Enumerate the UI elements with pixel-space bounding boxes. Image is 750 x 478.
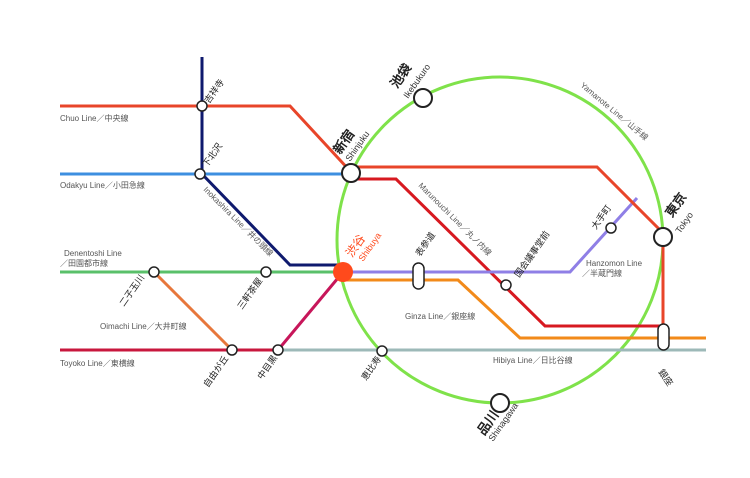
sangenjaya-label: 三軒茶屋 xyxy=(235,275,265,311)
station-ebisu[interactable] xyxy=(376,345,388,357)
ginza-line[interactable] xyxy=(343,278,706,340)
kichijoji-label: 吉祥寺 xyxy=(202,77,227,106)
ebisu-label: 恵比寿 xyxy=(359,354,384,383)
station-otemachi[interactable] xyxy=(605,222,617,234)
chuo-line-east[interactable] xyxy=(351,165,665,326)
inokashira-line[interactable] xyxy=(200,57,343,267)
station-shibuya[interactable] xyxy=(333,262,353,282)
nakameguro-label: 中目黒 xyxy=(255,353,280,382)
station-shimokitazawa[interactable] xyxy=(194,168,206,180)
station-kokkaigijidomae[interactable] xyxy=(500,279,512,291)
jiyugaoka-label: 自由が丘 xyxy=(201,353,231,389)
ginza-line-label: Ginza Line／銀座線 xyxy=(405,311,475,321)
denentoshi-line-label-jp: ／田園都市線 xyxy=(60,258,108,268)
station-kichijoji[interactable] xyxy=(196,100,208,112)
chuo-line[interactable] xyxy=(60,104,353,174)
toyoko-line-label: Toyoko Line／東横線 xyxy=(60,358,135,368)
station-ikebukuro[interactable] xyxy=(413,88,433,108)
denentoshi-line-label: Denentoshi Line xyxy=(64,249,122,258)
fukutoshin-line[interactable] xyxy=(276,271,345,351)
station-sangenjaya[interactable] xyxy=(260,266,272,278)
omotesando-label: 表参道 xyxy=(413,230,438,259)
station-shinjuku[interactable] xyxy=(341,163,361,183)
station-jiyugaoka[interactable] xyxy=(226,344,238,356)
hanzomon-line-label-jp: ／半蔵門線 xyxy=(582,268,622,278)
station-tokyo[interactable] xyxy=(653,227,673,247)
marunouchi-line[interactable] xyxy=(351,177,663,328)
oimachi-line[interactable] xyxy=(152,270,234,352)
hanzomon-line-label: Hanzomon Line xyxy=(586,259,643,268)
futakotamagawa-label: 二子玉川 xyxy=(117,273,147,309)
odakyu-line-label: Odakyu Line／小田急線 xyxy=(60,180,145,190)
station-nakameguro[interactable] xyxy=(272,344,284,356)
ginza-label: 銀座 xyxy=(656,367,676,389)
station-shinagawa[interactable] xyxy=(490,393,510,413)
station-ginza[interactable] xyxy=(657,323,670,351)
station-futakotamagawa[interactable] xyxy=(148,266,160,278)
hibiya-line-label: Hibiya Line／日比谷線 xyxy=(493,355,573,365)
yamanote-line-label: Yamanote Line／山手線 xyxy=(579,80,651,142)
chuo-line-label: Chuo Line／中央線 xyxy=(60,113,128,123)
station-omotesando[interactable] xyxy=(412,262,425,290)
inokashira-line-label: Inokashira Line／井の頭線 xyxy=(202,184,276,258)
oimachi-line-label: Oimachi Line／大井町線 xyxy=(100,321,187,331)
